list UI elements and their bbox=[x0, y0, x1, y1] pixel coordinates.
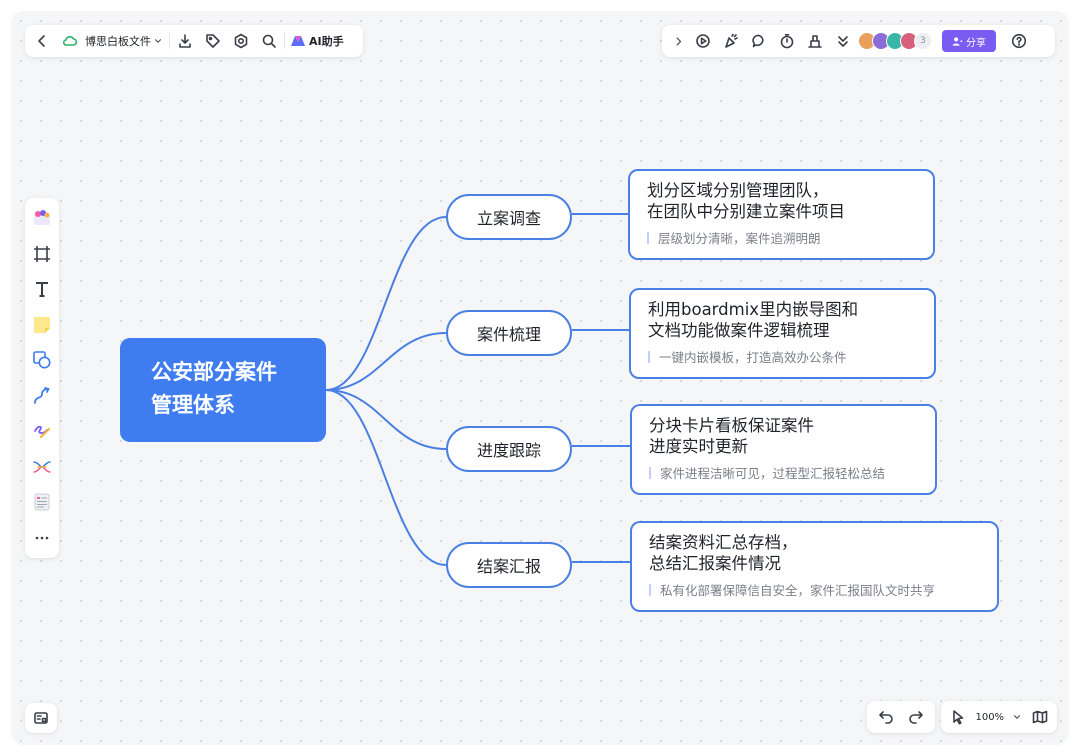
cloud-sync-icon bbox=[59, 30, 81, 52]
zoom-controls: 100% bbox=[941, 701, 1057, 733]
branch-node[interactable]: 进度跟踪 bbox=[446, 426, 572, 472]
detail-node[interactable]: 结案资料汇总存档， 总结汇报案件情况 私有化部署保障信自安全，家件汇报国队文时共… bbox=[630, 521, 999, 612]
text-tool-icon[interactable] bbox=[25, 275, 59, 303]
root-title-line-1: 公安部分案件 bbox=[151, 360, 277, 384]
shape-tool-icon[interactable] bbox=[25, 346, 59, 374]
file-toolbar: 博思白板文件 AI助手 bbox=[25, 25, 363, 57]
play-icon[interactable] bbox=[692, 30, 714, 52]
document-embed-icon[interactable] bbox=[25, 488, 59, 516]
detail-node[interactable]: 划分区域分别管理团队， 在团队中分别建立案件项目 层级划分清晰，案件追溯明朗 bbox=[628, 169, 935, 260]
collab-toolbar: 3 分享 bbox=[662, 25, 1055, 57]
branch-node[interactable]: 案件梳理 bbox=[446, 310, 572, 356]
branch-label: 进度跟踪 bbox=[476, 441, 541, 460]
collaborator-avatars[interactable]: 3 bbox=[858, 32, 932, 50]
branch-label: 案件梳理 bbox=[476, 325, 541, 344]
minimap-icon bbox=[30, 707, 52, 729]
document-title[interactable]: 博思白板文件 bbox=[85, 35, 151, 48]
share-button[interactable]: 分享 bbox=[942, 30, 996, 52]
detail-note: 层级划分清晰，案件追溯明朗 bbox=[647, 228, 917, 247]
settings-icon[interactable] bbox=[230, 30, 252, 52]
pen-tool-icon[interactable] bbox=[25, 417, 59, 445]
ai-assistant-button[interactable]: AI助手 bbox=[309, 35, 344, 48]
detail-node[interactable]: 分块卡片看板保证案件 进度实时更新 家件进程洁晰可见，过程型汇报轻松总结 bbox=[630, 404, 937, 495]
history-controls bbox=[867, 701, 935, 733]
share-label: 分享 bbox=[966, 37, 986, 49]
map-view-icon[interactable] bbox=[1029, 706, 1051, 728]
redo-icon[interactable] bbox=[905, 706, 927, 728]
tag-icon[interactable] bbox=[202, 30, 224, 52]
select-cursor-icon[interactable] bbox=[947, 706, 969, 728]
mindmap-tool-icon[interactable] bbox=[25, 453, 59, 481]
detail-line-2: 进度实时更新 bbox=[649, 437, 748, 456]
help-icon[interactable] bbox=[1008, 30, 1030, 52]
branch-label: 立案调查 bbox=[476, 209, 541, 228]
frame-icon[interactable] bbox=[25, 240, 59, 268]
tools-sidebar bbox=[25, 198, 59, 558]
sticky-note-icon[interactable] bbox=[25, 311, 59, 339]
extra-collaborators-count[interactable]: 3 bbox=[914, 32, 932, 50]
detail-line-1: 利用boardmix里内嵌导图和 bbox=[648, 300, 859, 319]
toolbar-divider bbox=[169, 33, 170, 49]
minimap-toggle[interactable] bbox=[25, 703, 57, 733]
connector-icon[interactable] bbox=[25, 382, 59, 410]
branch-node[interactable]: 结案汇报 bbox=[446, 542, 572, 588]
detail-line-2: 文档功能做案件逻辑梳理 bbox=[648, 321, 830, 340]
expand-chevron-icon[interactable] bbox=[670, 30, 686, 52]
zoom-level[interactable]: 100% bbox=[975, 711, 1005, 723]
vote-icon[interactable] bbox=[804, 30, 826, 52]
download-icon[interactable] bbox=[174, 30, 196, 52]
chevron-down-icon[interactable] bbox=[151, 30, 165, 52]
detail-note: 家件进程洁晰可见，过程型汇报轻松总结 bbox=[649, 463, 919, 482]
more-chevrons-icon[interactable] bbox=[832, 30, 854, 52]
detail-note: 一键内嵌模板，打造高效办公条件 bbox=[648, 347, 918, 366]
search-icon[interactable] bbox=[258, 30, 280, 52]
templates-icon[interactable] bbox=[25, 204, 59, 232]
branch-label: 结案汇报 bbox=[476, 557, 541, 576]
detail-note: 私有化部署保障信自安全，家件汇报国队文时共亨 bbox=[649, 580, 981, 599]
comment-icon[interactable] bbox=[748, 30, 770, 52]
chevron-down-icon[interactable] bbox=[1011, 706, 1023, 728]
detail-node[interactable]: 利用boardmix里内嵌导图和 文档功能做案件逻辑梳理 一键内嵌模板，打造高效… bbox=[629, 288, 936, 379]
root-title-line-2: 管理体系 bbox=[151, 392, 235, 417]
ai-logo-icon bbox=[289, 30, 307, 52]
detail-line-2: 总结汇报案件情况 bbox=[649, 554, 781, 573]
timer-icon[interactable] bbox=[776, 30, 798, 52]
back-icon[interactable] bbox=[31, 30, 53, 52]
detail-line-2: 在团队中分别建立案件项目 bbox=[647, 202, 845, 221]
toolbar-divider bbox=[284, 33, 285, 49]
mindmap-root-node[interactable]: 公安部分案件 管理体系 bbox=[120, 338, 326, 442]
undo-icon[interactable] bbox=[875, 706, 897, 728]
branch-node[interactable]: 立案调查 bbox=[446, 194, 572, 240]
user-add-icon bbox=[952, 36, 963, 46]
detail-line-1: 划分区域分别管理团队， bbox=[647, 181, 829, 200]
more-tools-icon[interactable] bbox=[25, 524, 59, 552]
detail-line-1: 分块卡片看板保证案件 bbox=[649, 416, 814, 435]
detail-line-1: 结案资料汇总存档， bbox=[649, 533, 798, 552]
celebrate-icon[interactable] bbox=[720, 30, 742, 52]
